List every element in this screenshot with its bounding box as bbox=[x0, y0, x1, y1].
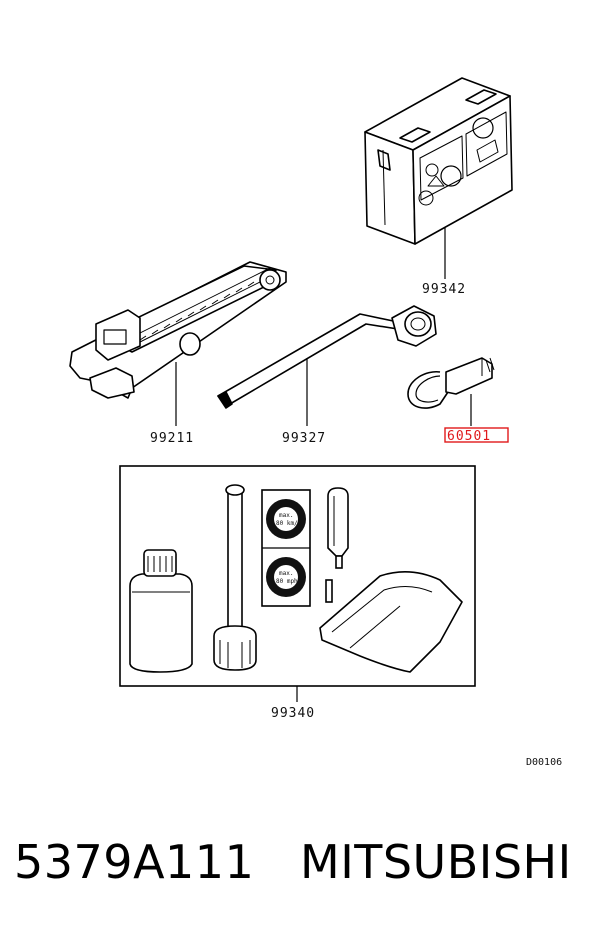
drawing-code: D00106 bbox=[526, 757, 562, 768]
part-number: 5379A111 bbox=[14, 835, 255, 889]
callout-99342: 99342 bbox=[422, 282, 466, 297]
jack-drawing bbox=[69, 261, 287, 399]
sticker-upper-line2: 80 km/h bbox=[276, 520, 302, 527]
callout-99327: 99327 bbox=[282, 431, 326, 446]
repair-patch-bag-drawing bbox=[319, 571, 463, 673]
wheel-wrench-drawing bbox=[217, 305, 437, 409]
sticker-lower-line2: 80 mph bbox=[276, 578, 298, 585]
callout-99211: 99211 bbox=[150, 431, 194, 446]
repair-kit-box-drawing bbox=[364, 77, 513, 245]
sticker-lower-line1: max. bbox=[279, 570, 293, 577]
towing-hook-drawing bbox=[407, 357, 495, 409]
parts-diagram: 99342 99211 99327 bbox=[69, 77, 562, 768]
product-footer: 5379A111 MITSUBISHI bbox=[0, 832, 600, 904]
sealant-bottle-drawing bbox=[129, 549, 193, 673]
sticker-upper-line1: max. bbox=[279, 512, 293, 519]
callout-60501: 60501 bbox=[447, 429, 491, 444]
highlight-box-60501 bbox=[444, 427, 509, 443]
sealant-tube-drawing bbox=[325, 487, 349, 603]
speed-sticker-sheet: max. 80 km/h max. 80 mph bbox=[261, 489, 311, 607]
valve-tool-drawing bbox=[213, 484, 257, 671]
brand-name: MITSUBISHI bbox=[300, 835, 572, 889]
callout-99340: 99340 bbox=[271, 706, 315, 721]
